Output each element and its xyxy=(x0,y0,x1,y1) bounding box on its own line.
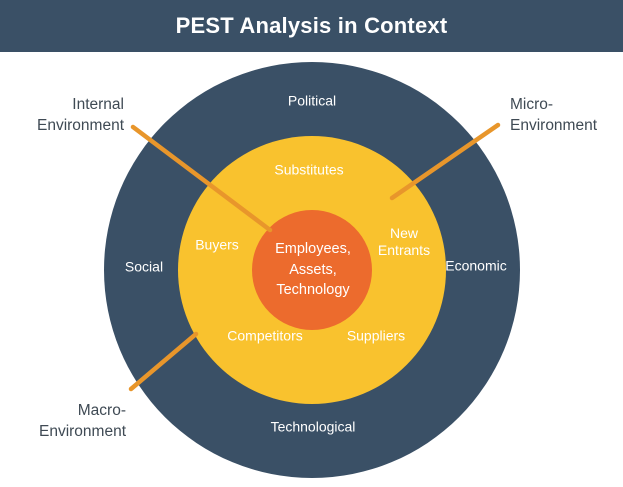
callout-micro-environment: Micro- Environment xyxy=(510,96,598,134)
header-bar: PEST Analysis in Context xyxy=(0,0,623,52)
diagram-canvas: Political Social Economic Technological … xyxy=(0,52,623,487)
connector-line-internal-environment xyxy=(130,124,273,233)
concentric-circles-svg xyxy=(104,62,520,478)
connector-line-macro-environment xyxy=(128,331,199,392)
callout-internal-environment: Internal Environment xyxy=(36,96,124,134)
inner-circle-internal-environment xyxy=(252,210,372,330)
callout-macro-environment: Macro- Environment xyxy=(38,402,126,440)
inner-label-employees-assets-technology: Employees, Assets, Technology xyxy=(275,241,351,299)
connector-line-micro-environment xyxy=(389,122,501,201)
page-title: PEST Analysis in Context xyxy=(175,13,448,38)
